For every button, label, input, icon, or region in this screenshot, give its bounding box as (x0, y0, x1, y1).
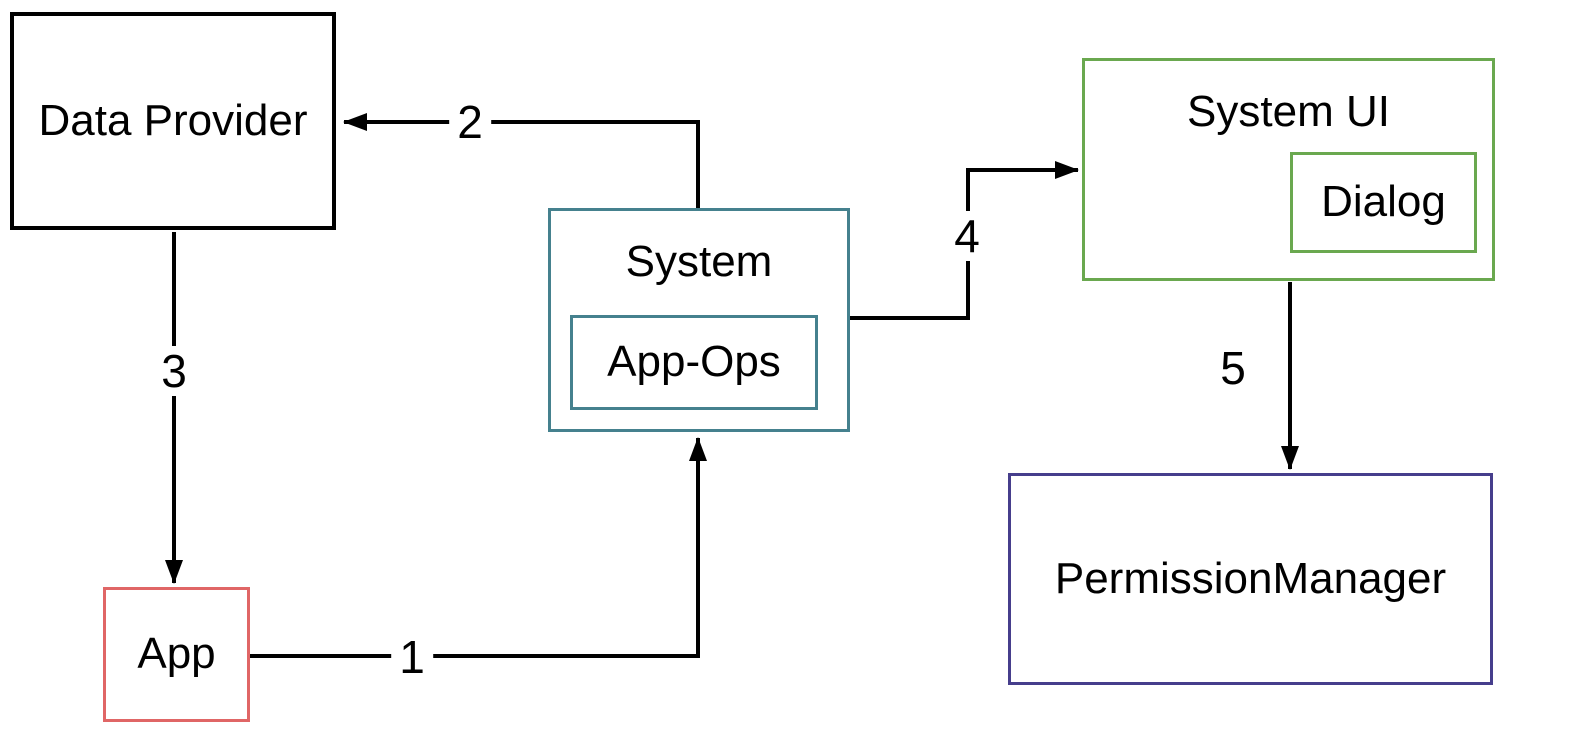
edge-2-line (343, 113, 700, 208)
node-app-ops-label: App-Ops (607, 337, 781, 387)
node-system-ui-label: System UI (1187, 87, 1390, 136)
node-dialog-label: Dialog (1321, 177, 1446, 227)
edge-label-3: 3 (153, 346, 195, 396)
node-data-provider: Data Provider (10, 12, 336, 230)
node-system-label: System (625, 237, 773, 286)
edge-label-5: 5 (1212, 343, 1254, 393)
edge-label-1: 1 (391, 632, 433, 682)
node-permission-manager-label: PermissionManager (1054, 553, 1447, 603)
node-app: App (103, 587, 250, 722)
node-dialog: Dialog (1290, 152, 1477, 253)
edge-label-2: 2 (449, 97, 491, 147)
edge-label-4: 4 (946, 211, 988, 261)
node-permission-manager: PermissionManager (1008, 473, 1493, 685)
node-app-ops: App-Ops (570, 315, 818, 410)
node-app-label: App (137, 629, 216, 679)
node-data-provider-label: Data Provider (38, 95, 308, 145)
edge-1-line (250, 437, 707, 658)
